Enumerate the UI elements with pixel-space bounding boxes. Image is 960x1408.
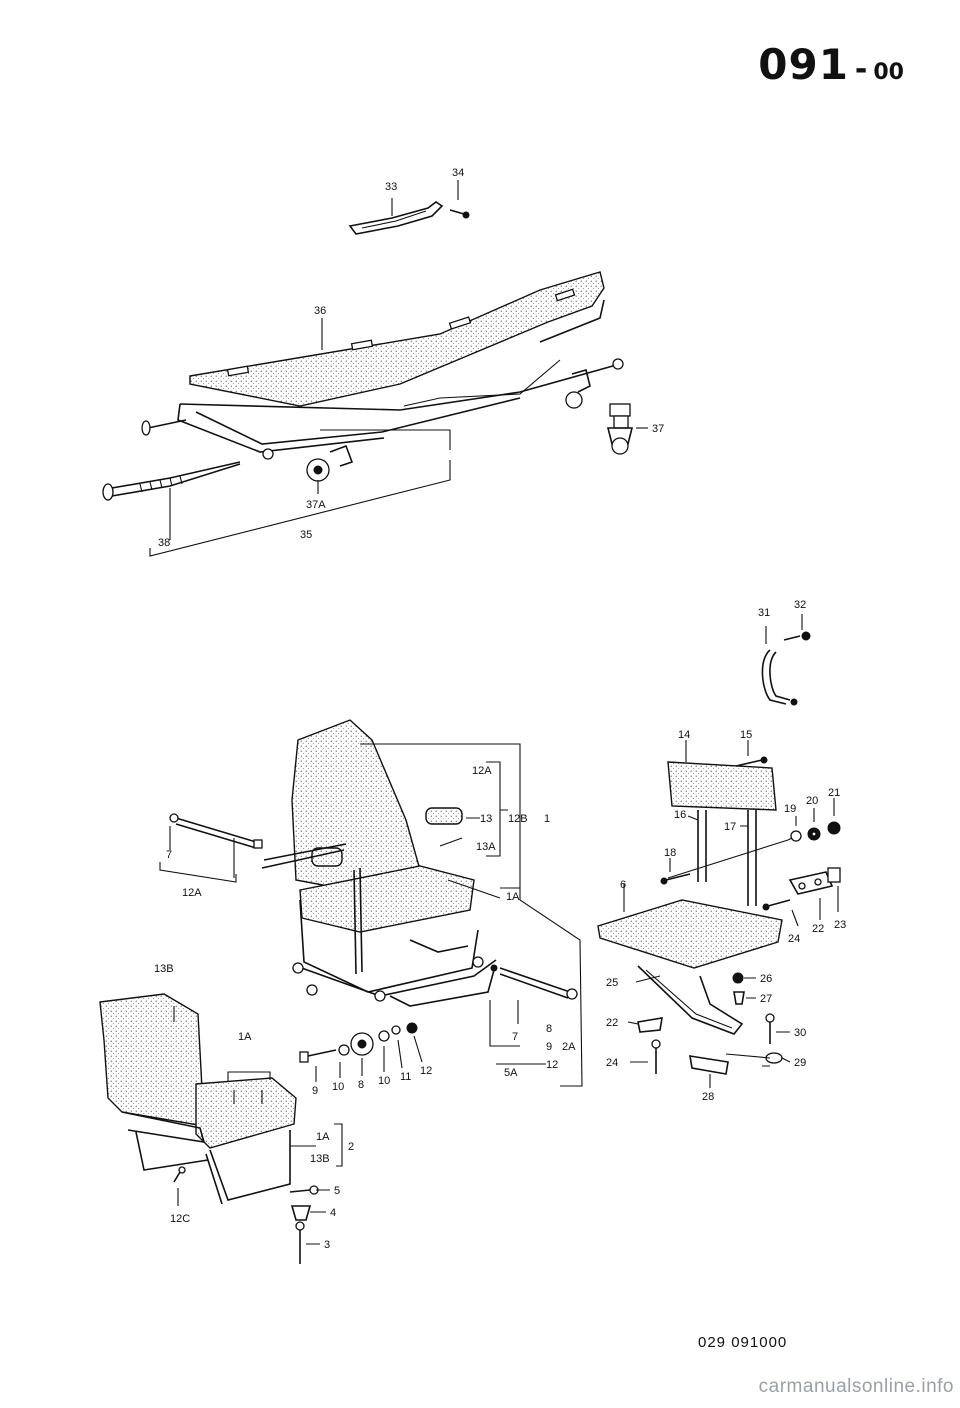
section-suffix: 00 — [873, 60, 904, 85]
callout-17: 17 — [724, 821, 736, 833]
seat-armrest-right — [425, 807, 463, 825]
callout-23: 23 — [834, 919, 846, 931]
callout-34: 34 — [452, 167, 464, 179]
callout-14: 14 — [678, 729, 690, 741]
callout-10b: 10 — [378, 1075, 390, 1087]
callout-19: 19 — [784, 803, 796, 815]
callout-7-mid: 7 — [512, 1031, 518, 1043]
seat-frame — [292, 867, 497, 1007]
caster-wheel — [606, 403, 634, 455]
callout-13b: 13B — [154, 963, 174, 975]
page-number-header: 091-00 — [758, 40, 904, 89]
callout-9: 9 — [312, 1085, 318, 1097]
callout-9b: 9 — [546, 1041, 552, 1053]
callout-15: 15 — [740, 729, 752, 741]
callout-16: 16 — [674, 809, 686, 821]
callout-26: 26 — [760, 973, 772, 985]
callout-12c: 12C — [170, 1213, 190, 1225]
pivot-hardware — [299, 1022, 423, 1082]
callout-3: 3 — [324, 1239, 330, 1251]
callout-5a: 5A — [504, 1067, 518, 1079]
callout-13a: 13A — [476, 841, 496, 853]
callout-11: 11 — [400, 1071, 411, 1083]
callout-12b: 12B — [508, 813, 528, 825]
callout-21: 21 — [828, 787, 840, 799]
callout-22-right: 22 — [812, 923, 824, 935]
callout-30: 30 — [794, 1027, 806, 1039]
grab-handle-assembly — [761, 614, 811, 706]
callout-1a-box: 1A — [316, 1131, 330, 1143]
stretcher-handle — [348, 201, 444, 235]
callout-12a-left: 12A — [182, 887, 202, 899]
callout-2: 2 — [348, 1141, 354, 1153]
stretcher-assembly — [102, 180, 648, 557]
callout-33: 33 — [385, 181, 397, 193]
callout-36: 36 — [314, 305, 326, 317]
drawing-number: 029 091000 — [698, 1334, 788, 1351]
callout-1a-seat: 1A — [506, 891, 520, 903]
seat-lock-rod — [489, 964, 578, 1065]
callout-10a: 10 — [332, 1081, 344, 1093]
seat-adjust-rod — [159, 813, 263, 883]
callout-1: 1 — [544, 813, 550, 825]
callout-13b-box: 13B — [310, 1153, 330, 1165]
callout-29: 29 — [794, 1057, 806, 1069]
callout-22-lower: 22 — [606, 1017, 618, 1029]
fold-seat-assembly — [597, 740, 841, 1088]
callout-1a-bench: 1A — [238, 1031, 252, 1043]
fold-seat-board — [597, 899, 783, 969]
callout-37a: 37A — [306, 499, 326, 511]
callout-31: 31 — [758, 607, 770, 619]
callout-24-right: 24 — [788, 933, 800, 945]
section-separator: - — [854, 52, 868, 87]
callout-18: 18 — [664, 847, 676, 859]
callout-12a-top: 12A — [472, 765, 492, 777]
callout-5: 5 — [334, 1185, 340, 1197]
stretcher-pad — [189, 271, 605, 407]
callout-27: 27 — [760, 993, 772, 1005]
stretcher-frame — [141, 299, 624, 460]
callout-7-left: 7 — [166, 849, 172, 861]
stretcher-wheel — [306, 369, 591, 482]
callout-37: 37 — [652, 423, 664, 435]
callout-20: 20 — [806, 795, 818, 807]
callout-2a: 2A — [562, 1041, 576, 1053]
callout-35: 35 — [300, 529, 312, 541]
stretcher-rod — [102, 461, 241, 501]
callout-24-lower: 24 — [606, 1057, 618, 1069]
seat-cushion — [299, 865, 475, 933]
callout-8b: 8 — [546, 1023, 552, 1035]
callout-25: 25 — [606, 977, 618, 989]
section-code: 091 — [758, 40, 849, 89]
callout-8a: 8 — [358, 1079, 364, 1091]
watermark-text: carmanualsonline.info — [758, 1376, 954, 1397]
attendant-seat-assembly — [159, 719, 583, 1087]
bench-seat-assembly — [99, 993, 343, 1264]
callout-13: 13 — [480, 813, 492, 825]
callout-12: 12 — [420, 1065, 432, 1077]
callout-12-mid: 12 — [546, 1059, 558, 1071]
callout-32: 32 — [794, 599, 806, 611]
callout-6: 6 — [620, 879, 626, 891]
callout-28: 28 — [702, 1091, 714, 1103]
handle-screw — [449, 209, 470, 219]
callout-38: 38 — [158, 537, 170, 549]
bench-seat-cushion — [195, 1077, 297, 1149]
bench-backrest — [99, 993, 205, 1127]
callout-4: 4 — [330, 1207, 336, 1219]
